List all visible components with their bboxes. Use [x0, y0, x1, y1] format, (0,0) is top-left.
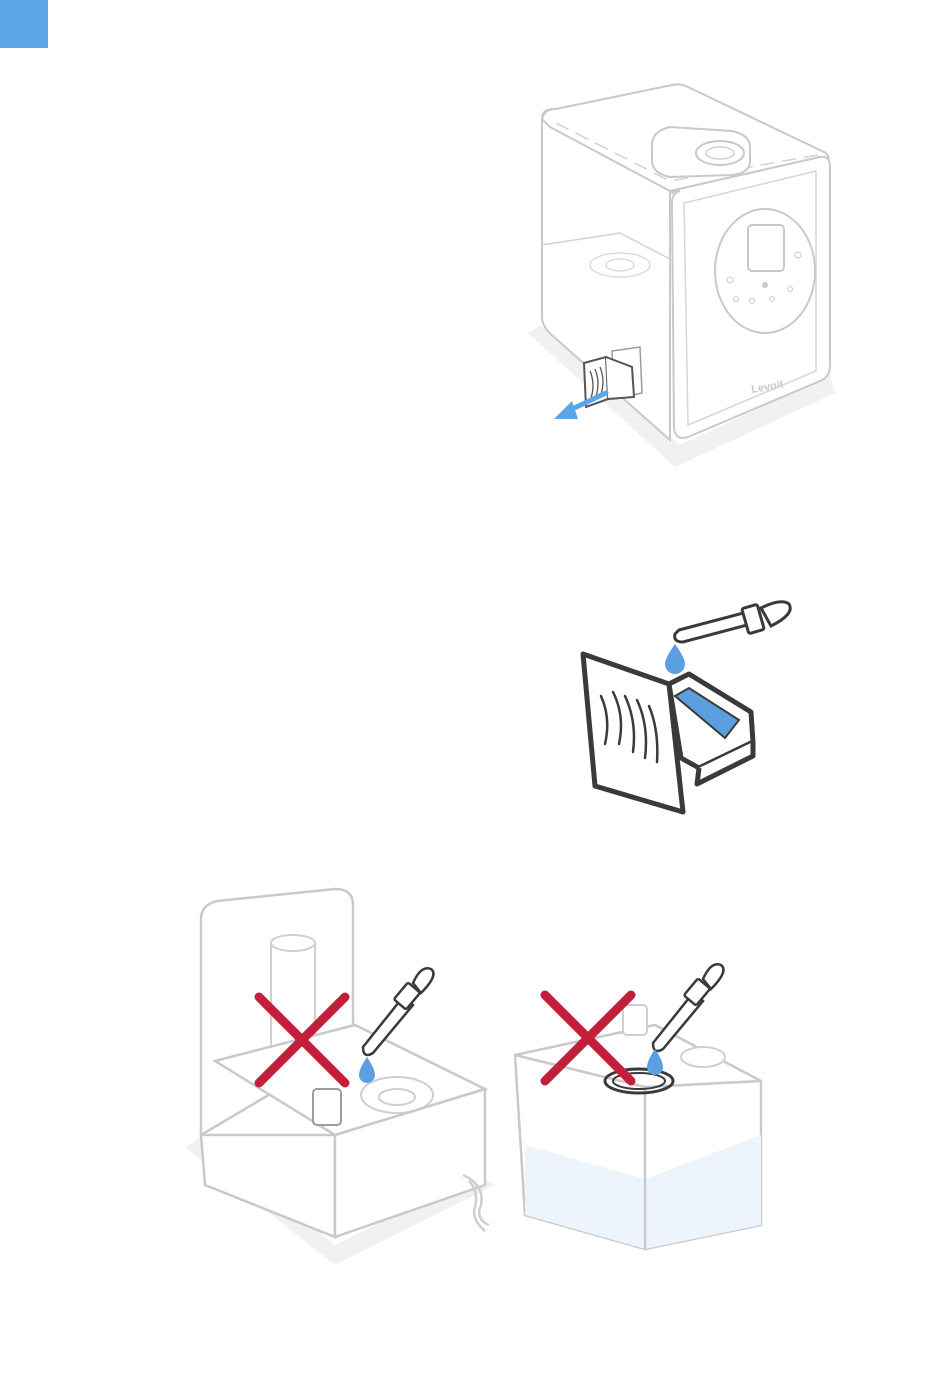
- dropper-icon: [363, 968, 433, 1055]
- water-drop-icon: [665, 644, 685, 674]
- base-warning-illustration: [185, 885, 515, 1270]
- aroma-tray-illustration: [575, 592, 825, 822]
- humidifier-illustration: Levoit: [520, 75, 840, 475]
- section-tab: [0, 0, 48, 48]
- control-panel: [715, 209, 815, 333]
- dropper-icon: [675, 602, 791, 642]
- tank-warning-illustration: [505, 965, 775, 1265]
- dropper-icon: [653, 964, 723, 1051]
- arrow-pull-out-icon: [554, 393, 606, 419]
- mist-nozzle: [652, 127, 750, 177]
